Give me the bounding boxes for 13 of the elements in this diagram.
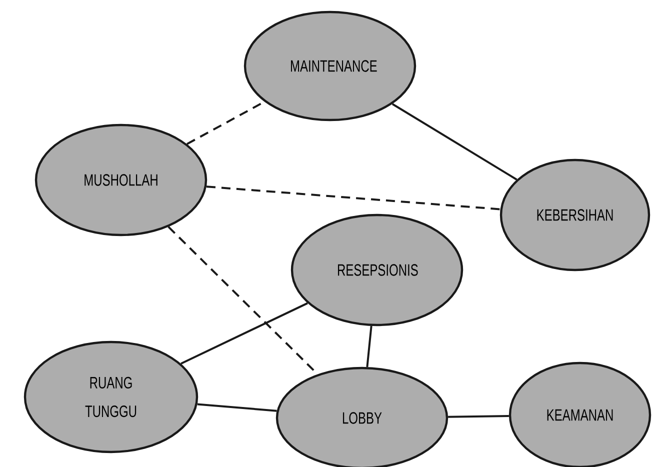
ellipse-node: RESEPSIONIS	[290, 214, 464, 326]
connector-line	[197, 403, 277, 412]
ellipse-node: MAINTENANCE	[244, 10, 416, 122]
ellipse-node: MUSHOLLAH	[34, 124, 208, 236]
ellipse-node: KEAMANAN	[508, 362, 652, 467]
connector-line	[366, 326, 372, 368]
connector-line	[448, 414, 509, 418]
ellipse-node: KEBERSIHAN	[500, 158, 650, 272]
connector-line	[180, 302, 308, 364]
ellipse-node: RUANG TUNGGU	[24, 340, 198, 454]
ellipse-node: LOBBY	[276, 366, 448, 467]
connector-line	[392, 103, 518, 180]
connector-line	[206, 186, 500, 210]
